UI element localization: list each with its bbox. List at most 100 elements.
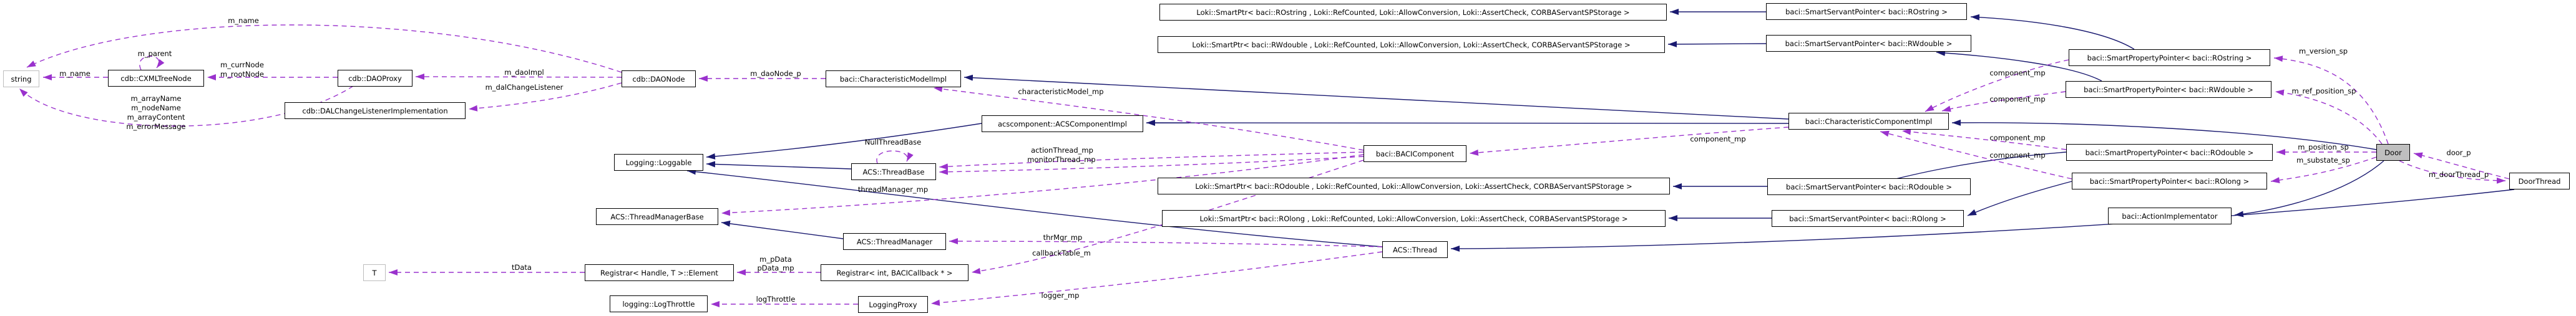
node-loki-smartptr-rodouble[interactable]: Loki::SmartPtr< baci::ROdouble , Loki::R… (1158, 178, 1670, 194)
node-acscomponent-acscomponentimpl[interactable]: acscomponent::ACSComponentImpl (982, 115, 1143, 132)
node-baci-characteristicmodelimpl[interactable]: baci::CharacteristicModelImpl (826, 70, 961, 87)
node-loggingproxy[interactable]: LoggingProxy (858, 296, 928, 313)
node-baci-bacicomponent[interactable]: baci::BACIComponent (1364, 145, 1466, 162)
edge-label-m-position-sp: m_position_sp (2298, 143, 2349, 151)
node-acs-threadmanagerbase[interactable]: ACS::ThreadManagerBase (596, 208, 718, 225)
edge-label-m-name-left: m_name (59, 69, 90, 78)
edge-label-m-doorthread-p: m_doorThread_p (2428, 170, 2489, 179)
edge-label-m-daonode-p: m_daoNode_p (750, 69, 801, 78)
edge-label-door-p: door_p (2446, 148, 2471, 157)
edge-door-to-ccimpl (1951, 119, 2377, 150)
edge-label-component-mp-1: component_mp (1989, 69, 2046, 77)
edge-label-m-substate-sp: m_substate_sp (2296, 156, 2350, 165)
edge-bacicomponent-to-charmodelimpl (933, 85, 1364, 151)
edge-door-to-actionimplementator (2234, 160, 2384, 218)
edge-label-m-arraycontent: m_arrayContent (127, 113, 185, 122)
edge-cxmltreenode-self-m-parent (139, 55, 165, 70)
edge-acsthread-to-loggable (686, 168, 1383, 247)
edge-label-m-pdata: m_pData (759, 255, 792, 264)
node-smartservantpointer-rodouble[interactable]: baci::SmartServantPointer< baci::ROdoubl… (1767, 178, 1971, 195)
edge-spp-rolong-to-ccimpl-component-mp (1880, 130, 2072, 180)
edge-ccimpl-to-bacicomponent-component-mp (1469, 127, 1789, 156)
edge-spp-rwdouble-to-ccimpl-component-mp (1941, 91, 2066, 112)
node-smartpropertypointer-rodouble[interactable]: baci::SmartPropertyPointer< baci::ROdoub… (2066, 144, 2273, 161)
node-smartservantpointer-rolong[interactable]: baci::SmartServantPointer< baci::ROlong … (1772, 210, 1964, 227)
edge-door-to-spp-rwdouble-m-ref-position-sp (2275, 89, 2383, 145)
edge-label-tdata: tData (512, 263, 532, 272)
node-acs-threadmanager[interactable]: ACS::ThreadManager (843, 233, 946, 250)
edge-label-characteristicmodel-mp: characteristicModel_mp (1018, 87, 1104, 96)
edge-doorthread-to-door-door-p (2413, 152, 2510, 180)
node-loki-smartptr-rostring[interactable]: Loki::SmartPtr< baci::ROstring , Loki::R… (1159, 4, 1667, 21)
edge-spp-rwdouble-to-ssp-rwdouble (1936, 49, 2102, 82)
edge-acsthread-to-loggingproxy-logger-mp (930, 251, 1383, 306)
edge-label-m-ref-position-sp: m_ref_position_sp (2291, 87, 2356, 95)
edge-label-actionthread-mp: actionThread_mp (1031, 146, 1093, 155)
node-smartpropertypointer-rolong[interactable]: baci::SmartPropertyPointer< baci::ROlong… (2072, 173, 2267, 189)
edge-threadbase-to-loggable (706, 161, 852, 170)
edge-label-m-dalchangelistener: m_dalChangeListener (485, 83, 564, 92)
edge-label-m-name-top: m_name (228, 16, 259, 25)
edge-label-m-version-sp: m_version_sp (2298, 47, 2348, 55)
edge-label-m-rootnode: m_rootNode (220, 70, 265, 79)
edge-bacicomponent-to-threadbase-monitorthread (939, 156, 1364, 175)
node-baci-actionimplementator[interactable]: baci::ActionImplementator (2108, 208, 2232, 224)
edge-threadbase-self-nullthreadbase (876, 150, 914, 164)
edge-label-logthrottle: logThrottle (756, 295, 796, 304)
node-registrar-int-bacicallback[interactable]: Registrar< int, BACICallback * > (821, 264, 968, 281)
node-t: T (363, 264, 386, 281)
edge-label-m-daoimpl: m_daoImpl (504, 68, 544, 77)
edge-bacicomponent-to-threadbase-actionthread (939, 151, 1364, 170)
node-baci-characteristiccomponentimpl[interactable]: baci::CharacteristicComponentImpl (1788, 113, 1949, 130)
edge-doorthread-to-acsthread (1450, 189, 2515, 252)
node-smartpropertypointer-rwdouble[interactable]: baci::SmartPropertyPointer< baci::RWdoub… (2066, 81, 2271, 98)
edge-daonode-to-string-m-name (26, 24, 622, 73)
edge-label-logger-mp: logger_mp (1041, 291, 1080, 300)
edge-label-m-nodename: m_nodeName (131, 103, 181, 112)
node-cdb-dalchangelistenerimplementation[interactable]: cdb::DALChangeListenerImplementation (285, 102, 466, 119)
edge-acscomponentimpl-to-loggable (706, 123, 982, 160)
edge-threadmanager-to-threadmanagerbase (721, 220, 844, 239)
edge-label-component-mp-2: component_mp (1989, 95, 2046, 103)
edge-label-m-arrayname: m_arrayName (130, 94, 182, 103)
edge-label-m-errormessage: m_errorMessage (126, 122, 186, 131)
edge-label-m-currnode: m_currNode (220, 60, 264, 69)
edge-label-pdata-mp: pData_mp (757, 264, 794, 272)
edge-spp-rostring-to-ccimpl-component-mp (1925, 59, 2069, 112)
edge-label-component-mp-5: component_mp (1690, 135, 1746, 143)
edge-label-nullthreadbase: NullThreadBase (864, 138, 922, 146)
node-loki-smartptr-rolong[interactable]: Loki::SmartPtr< baci::ROlong , Loki::Ref… (1162, 210, 1666, 227)
edge-daonode-to-dalchangelistener (468, 82, 622, 112)
edge-label-monitorthread-mp: monitorThread_mp (1027, 155, 1096, 164)
node-registrar-element[interactable]: Registrar< Handle, T >::Element (585, 264, 734, 281)
edge-label-threadmanager-mp: threadManager_mp (857, 185, 929, 194)
edge-label-callbacktable-m: callbackTable_m (1032, 249, 1091, 257)
node-cdb-daonode[interactable]: cdb::DAONode (622, 70, 696, 87)
edge-label-component-mp-4: component_mp (1989, 151, 2046, 160)
node-cdb-cxmltreenode[interactable]: cdb::CXMLTreeNode (108, 70, 204, 87)
node-smartpropertypointer-rostring[interactable]: baci::SmartPropertyPointer< baci::ROstri… (2069, 49, 2270, 66)
edge-ccimpl-to-charmodelimpl (964, 74, 1789, 120)
edge-acsthread-to-threadmanager-thrmgr-mp (949, 238, 1383, 247)
node-acs-thread[interactable]: ACS::Thread (1382, 241, 1448, 258)
node-doorthread[interactable]: DoorThread (2509, 173, 2570, 189)
edge-spp-rodouble-to-ccimpl-component-mp (1901, 128, 2067, 150)
node-string: string (3, 70, 39, 87)
node-loki-smartptr-rwdouble[interactable]: Loki::SmartPtr< baci::RWdouble , Loki::R… (1158, 36, 1665, 53)
node-logging-loggable[interactable]: Logging::Loggable (614, 154, 703, 171)
edge-spp-rostring-to-ssp-rostring (1970, 14, 2135, 50)
node-acs-threadbase[interactable]: ACS::ThreadBase (851, 163, 936, 180)
node-smartservantpointer-rostring[interactable]: baci::SmartServantPointer< baci::ROstrin… (1766, 3, 1967, 20)
edge-door-to-spp-rostring-m-version-sp (2273, 55, 2389, 145)
edge-label-thrmgr-mp: thrMgr_mp (1043, 233, 1083, 242)
edge-door-to-doorthread-m-doorthread-p (2399, 160, 2506, 184)
edge-bacicomponent-to-threadmanagerbase (721, 154, 1364, 216)
edge-door-to-spp-rolong-m-substate-sp (2270, 156, 2377, 183)
node-cdb-daoproxy[interactable]: cdb::DAOProxy (338, 70, 412, 87)
node-logging-logthrottle[interactable]: logging::LogThrottle (610, 295, 708, 312)
node-door-current: Door (2376, 144, 2410, 161)
edge-label-m-parent: m_parent (137, 49, 172, 58)
node-smartservantpointer-rwdouble[interactable]: baci::SmartServantPointer< baci::RWdoubl… (1766, 35, 1971, 52)
edge-spp-rolong-to-ssp-rolong (1967, 181, 2072, 216)
